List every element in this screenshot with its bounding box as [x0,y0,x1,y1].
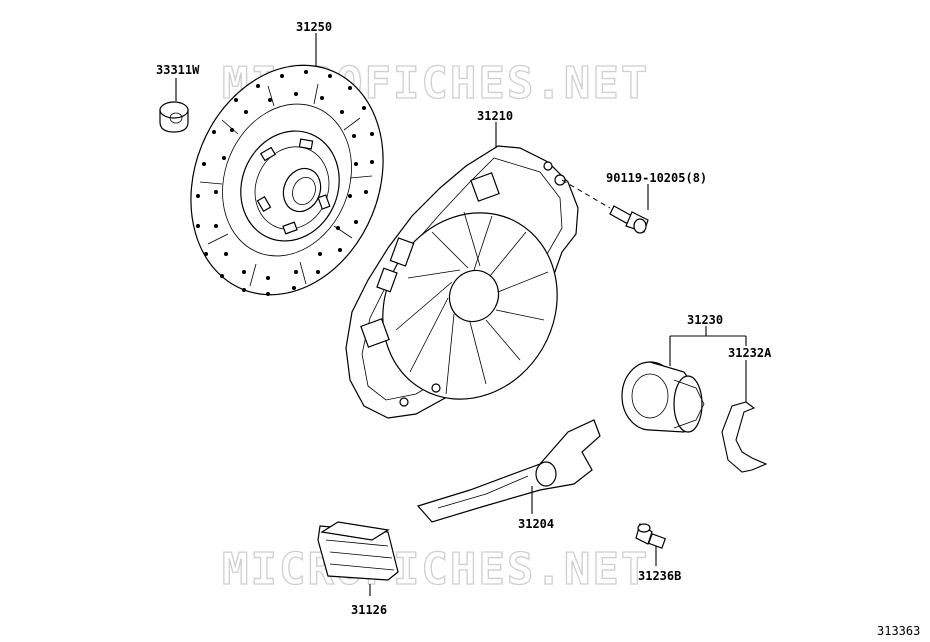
part-label-fork[interactable]: 31204 [518,517,554,531]
clutch-disc[interactable] [157,36,416,324]
disc-segment-lines [199,83,373,287]
diaphragm-fingers [395,211,549,395]
part-label-bolt[interactable]: 90119-10205(8) [606,171,707,185]
watermark-bottom: MICROFICHES.NET [222,544,649,595]
part-label-bushing[interactable]: 33311W [156,63,200,77]
disc-hub-springs [256,138,331,235]
part-label-pivot[interactable]: 31236B [638,569,681,583]
release-bearing[interactable] [621,361,705,433]
cover-tabs [360,161,566,407]
part-label-disc[interactable]: 31250 [296,20,332,34]
part-label-bearing[interactable]: 31230 [687,313,723,327]
cover-bolt[interactable] [561,179,649,234]
release-fork[interactable] [416,419,601,523]
pilot-bushing[interactable] [159,101,189,133]
part-label-clip[interactable]: 31232A [728,346,772,360]
fork-boot[interactable] [317,521,399,581]
diagram-id: 313363 [877,624,920,638]
disc-friction-dots [196,70,374,296]
bearing-clip[interactable] [721,401,768,473]
part-label-cover[interactable]: 31210 [477,109,513,123]
pivot-stud[interactable] [635,523,667,549]
clutch-cover[interactable] [345,145,591,431]
part-label-boot[interactable]: 31126 [351,603,387,617]
